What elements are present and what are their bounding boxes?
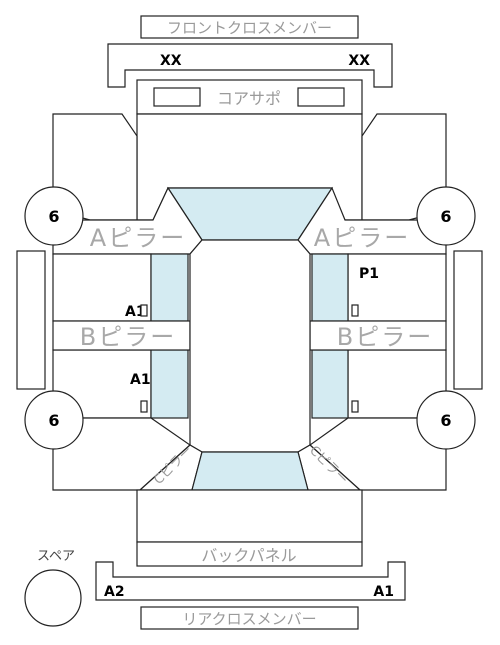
front-cross-member-label: フロントクロスメンバー xyxy=(167,19,332,37)
spare-label: スペア xyxy=(37,549,75,564)
rear-right-tire[interactable] xyxy=(416,390,476,450)
rear-cross-member-label: リアクロスメンバー xyxy=(182,610,316,628)
a-pillar-left[interactable]: Aピラー xyxy=(52,186,203,255)
right-front-door-code: P1 xyxy=(359,266,379,282)
left-rear-door-code: A1 xyxy=(130,372,151,388)
right-rear-window[interactable] xyxy=(311,349,349,419)
right-front-window[interactable] xyxy=(311,253,349,322)
left-rear-door-handle[interactable] xyxy=(140,400,148,413)
left-front-window[interactable] xyxy=(150,253,189,322)
rear-right-code: A1 xyxy=(373,584,394,600)
front-bumper[interactable]: XX XX xyxy=(107,43,393,88)
rear-left-tire-count: 6 xyxy=(48,411,59,430)
right-front-door[interactable]: P1 xyxy=(347,253,447,322)
a-pillar-right-label: Aピラー xyxy=(314,224,410,252)
rear-cross-member[interactable]: リアクロスメンバー xyxy=(140,606,359,630)
a-pillar-left-label: Aピラー xyxy=(90,224,186,252)
core-support[interactable]: コアサポ xyxy=(136,79,363,115)
front-left-code: XX xyxy=(160,53,182,69)
front-left-tire-count: 6 xyxy=(48,207,59,226)
rear-right-tire-count: 6 xyxy=(440,411,451,430)
front-right-tire[interactable] xyxy=(416,186,476,246)
left-rear-window[interactable] xyxy=(150,349,189,419)
left-front-door[interactable]: A1 xyxy=(52,253,152,322)
right-side-sill[interactable] xyxy=(453,250,483,390)
back-panel[interactable]: バックパネル xyxy=(136,541,363,567)
left-side-sill[interactable] xyxy=(16,250,46,390)
front-cross-member[interactable]: フロントクロスメンバー xyxy=(140,15,359,39)
b-pillar-left[interactable]: Bピラー xyxy=(52,320,191,351)
trunk[interactable] xyxy=(136,489,363,543)
spare-tire[interactable]: スペア xyxy=(24,549,82,627)
front-left-tire[interactable] xyxy=(24,186,84,246)
rear-left-tire[interactable] xyxy=(24,390,84,450)
roof[interactable] xyxy=(189,239,311,453)
right-headlight[interactable] xyxy=(297,87,345,107)
left-front-door-handle[interactable] xyxy=(140,304,148,317)
rear-left-code: A2 xyxy=(104,584,125,600)
c-pillar-left[interactable]: Cピラー xyxy=(138,443,203,491)
right-rear-door-handle[interactable] xyxy=(351,400,359,413)
front-right-code: XX xyxy=(348,53,370,69)
back-panel-label: バックパネル xyxy=(201,546,296,565)
left-headlight[interactable] xyxy=(153,87,201,107)
b-pillar-right-label: Bピラー xyxy=(337,323,433,351)
b-pillar-left-label: Bピラー xyxy=(80,323,176,351)
spare-tire-circle[interactable] xyxy=(24,569,82,627)
core-support-label: コアサポ xyxy=(217,89,281,108)
right-front-door-handle[interactable] xyxy=(351,304,359,317)
rear-bumper[interactable]: A2 A1 xyxy=(95,561,406,601)
b-pillar-right[interactable]: Bピラー xyxy=(309,320,447,351)
rear-window[interactable] xyxy=(191,451,309,491)
front-right-tire-count: 6 xyxy=(440,207,451,226)
